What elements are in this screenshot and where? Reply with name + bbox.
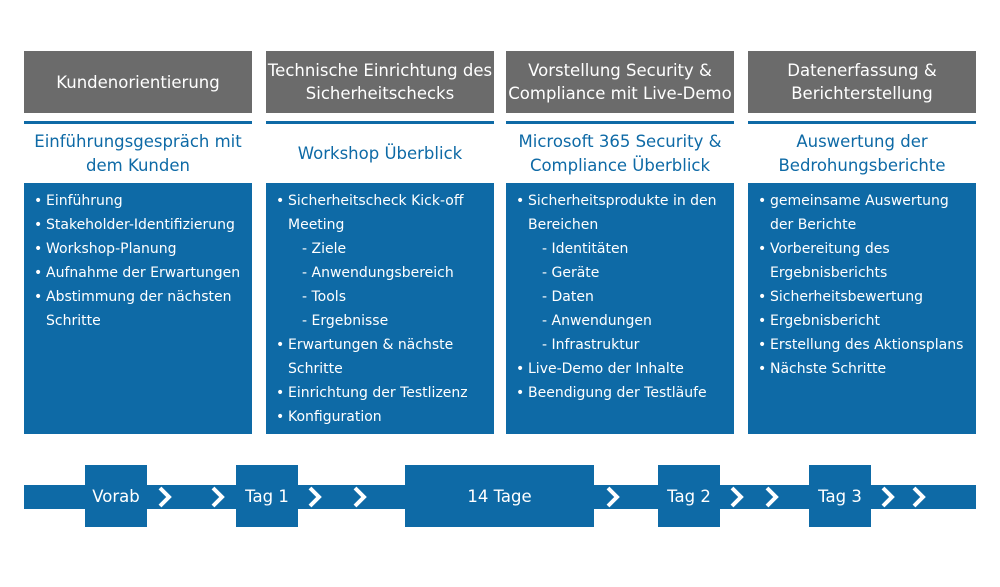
bullet-text: Live-Demo der Inhalte [528, 361, 684, 377]
bullet-icon: • [276, 409, 285, 425]
sub-item: - Daten [542, 289, 594, 305]
sub-item: - Infrastruktur [542, 337, 640, 353]
chevron-right-icon [158, 486, 172, 508]
bullet-icon: • [516, 193, 525, 209]
bullet-text: Erstellung des Aktionsplans [770, 337, 964, 353]
bullet-icon: • [516, 361, 525, 377]
chevron-right-icon [912, 486, 926, 508]
phase-subheader: Einführungsgespräch mit dem Kunden [24, 121, 252, 183]
bullet-text: Nächste Schritte [770, 361, 887, 377]
bullet-item: •Workshop-Planung [34, 237, 244, 261]
bullet-text: Aufnahme der Erwartungen [46, 265, 241, 281]
bullet-icon: • [758, 361, 767, 377]
divider [748, 113, 976, 121]
bullet-text: Sicherheitsbewertung [770, 289, 924, 305]
bullet-icon: • [34, 193, 43, 209]
bullet-text: gemeinsame Auswertung der Berichte [770, 193, 949, 233]
bullet-item: •gemeinsame Auswertung der Berichte [758, 189, 968, 237]
bullet-icon: • [34, 265, 43, 281]
phase-column-4: Datenerfassung & Berichterstellung Auswe… [748, 51, 976, 434]
timeline-step-vorab: Vorab [85, 465, 147, 527]
phase-subheader: Workshop Überblick [266, 121, 494, 183]
phase-column-1: Kundenorientierung Einführungsgespräch m… [24, 51, 252, 434]
sub-item: - Identitäten [542, 241, 629, 257]
bullet-text: Einführung [46, 193, 123, 209]
bullet-icon: • [34, 241, 43, 257]
bullet-icon: • [758, 337, 767, 353]
bullet-item: •Nächste Schritte [758, 357, 968, 381]
bullet-item: •Stakeholder-Identifizierung [34, 213, 244, 237]
divider [266, 113, 494, 121]
sub-item: - Ergebnisse [302, 313, 389, 329]
timeline-step-tag1: Tag 1 [236, 465, 298, 527]
bullet-text: Vorbereitung des Ergebnisberichts [770, 241, 890, 281]
phase-items: •gemeinsame Auswertung der Berichte•Vorb… [748, 183, 976, 434]
divider [506, 113, 734, 121]
bullet-text: Abstimmung der nächsten Schritte [46, 289, 232, 329]
bullet-item: •Erstellung des Aktionsplans [758, 333, 968, 357]
bullet-text: Beendigung der Testläufe [528, 385, 707, 401]
phase-subheader: Auswertung der Bedrohungsberichte [748, 121, 976, 183]
timeline-step-14tage: 14 Tage [405, 465, 594, 527]
bullet-icon: • [758, 241, 767, 257]
phase-header: Datenerfassung & Berichterstellung [748, 51, 976, 113]
sub-item: - Anwendungen [542, 313, 652, 329]
phase-items: •Einführung•Stakeholder-Identifizierung•… [24, 183, 252, 434]
chevron-right-icon [353, 486, 367, 508]
timeline-step-tag3: Tag 3 [809, 465, 871, 527]
chevron-right-icon [765, 486, 779, 508]
phase-header: Kundenorientierung [24, 51, 252, 113]
bullet-item: •Vorbereitung des Ergebnisberichts [758, 237, 968, 285]
bullet-item: •Einrichtung der Testlizenz [276, 381, 486, 405]
sub-item: - Geräte [542, 265, 600, 281]
bullet-item: •Beendigung der Testläufe [516, 381, 726, 405]
chevron-right-icon [308, 486, 322, 508]
bullet-item: •Sicherheitsprodukte in den Bereichen [516, 189, 726, 237]
timeline-step-tag2: Tag 2 [658, 465, 720, 527]
bullet-item: •Aufnahme der Erwartungen [34, 261, 244, 285]
bullet-text: Workshop-Planung [46, 241, 177, 257]
bullet-icon: • [276, 193, 285, 209]
phase-column-3: Vorstellung Security & Compliance mit Li… [506, 51, 734, 434]
bullet-item: •Konfiguration [276, 405, 486, 429]
bullet-text: Sicherheitsprodukte in den Bereichen [528, 193, 717, 233]
bullet-item: •Sicherheitscheck Kick-off Meeting [276, 189, 486, 237]
bullet-item: •Abstimmung der nächsten Schritte [34, 285, 244, 333]
phase-items: •Sicherheitsprodukte in den Bereichen- I… [506, 183, 734, 434]
chevron-right-icon [211, 486, 225, 508]
phase-header: Vorstellung Security & Compliance mit Li… [506, 51, 734, 113]
chevron-right-icon [606, 486, 620, 508]
bullet-text: Konfiguration [288, 409, 382, 425]
bullet-item: •Live-Demo der Inhalte [516, 357, 726, 381]
bullet-icon: • [758, 313, 767, 329]
chevron-right-icon [730, 486, 744, 508]
bullet-icon: • [516, 385, 525, 401]
sub-item: - Ziele [302, 241, 347, 257]
bullet-text: Einrichtung der Testlizenz [288, 385, 468, 401]
bullet-icon: • [34, 217, 43, 233]
chevron-right-icon [881, 486, 895, 508]
bullet-item: •Einführung [34, 189, 244, 213]
bullet-item: •Erwartungen & nächste Schritte [276, 333, 486, 381]
bullet-item: •Sicherheitsbewertung [758, 285, 968, 309]
phase-column-2: Technische Einrichtung des Sicherheitsch… [266, 51, 494, 434]
bullet-text: Ergebnisbericht [770, 313, 881, 329]
phase-subheader: Microsoft 365 Security & Compliance Über… [506, 121, 734, 183]
bullet-icon: • [758, 193, 767, 209]
bullet-item: •Ergebnisbericht [758, 309, 968, 333]
phase-items: •Sicherheitscheck Kick-off Meeting- Ziel… [266, 183, 494, 434]
bullet-icon: • [276, 385, 285, 401]
phase-header: Technische Einrichtung des Sicherheitsch… [266, 51, 494, 113]
sub-item: - Anwendungsbereich [302, 265, 454, 281]
bullet-icon: • [34, 289, 43, 305]
bullet-text: Sicherheitscheck Kick-off Meeting [288, 193, 464, 233]
bullet-text: Erwartungen & nächste Schritte [288, 337, 454, 377]
bullet-icon: • [276, 337, 285, 353]
bullet-icon: • [758, 289, 767, 305]
divider [24, 113, 252, 121]
sub-item: - Tools [302, 289, 346, 305]
bullet-text: Stakeholder-Identifizierung [46, 217, 235, 233]
